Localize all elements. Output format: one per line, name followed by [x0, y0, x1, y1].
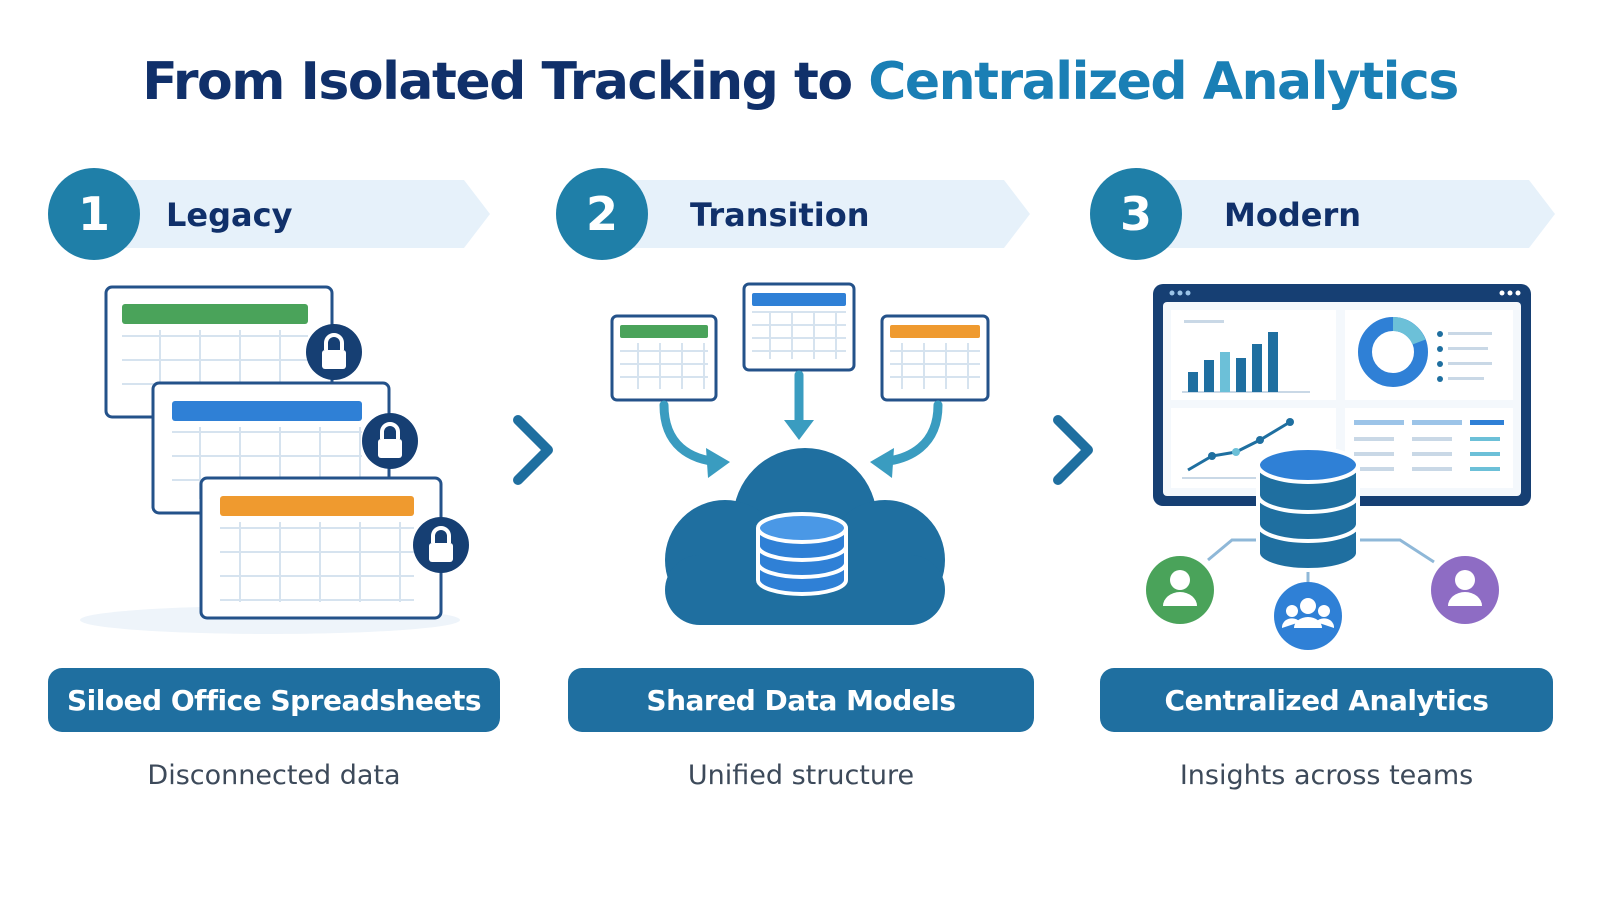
spreadsheet-blue — [742, 282, 856, 372]
dashboard-icon — [1153, 284, 1531, 506]
step-1-pill: Siloed Office Spreadsheets — [48, 668, 500, 732]
lock-icon — [362, 413, 418, 469]
legacy-spreadsheets-illustration — [80, 285, 469, 634]
lock-icon — [413, 517, 469, 573]
step-2-number: 2 — [556, 168, 648, 260]
step-3-caption: Insights across teams — [1179, 760, 1474, 791]
step-1-caption: Disconnected data — [147, 760, 401, 791]
spreadsheet-orange — [199, 476, 443, 620]
step-3-number: 3 — [1090, 168, 1182, 260]
database-icon — [1256, 446, 1360, 572]
step-3-banner — [1135, 180, 1555, 248]
centralized-analytics-illustration — [1146, 284, 1531, 650]
shared-data-models-illustration — [610, 282, 990, 625]
user-icon — [1146, 556, 1214, 624]
team-icon — [1274, 582, 1342, 650]
user-icon — [1431, 556, 1499, 624]
chevron-right-icon — [1053, 415, 1093, 485]
title-part-2: Centralized Analytics — [868, 52, 1459, 112]
step-1-label: Legacy — [166, 196, 293, 234]
database-icon — [756, 512, 848, 596]
spreadsheet-green — [610, 314, 718, 402]
title-part-1: From Isolated Tracking to — [142, 52, 853, 112]
step-3-label: Modern — [1224, 196, 1361, 234]
step-1-banner — [90, 180, 490, 248]
step-2-banner — [600, 180, 1030, 248]
step-2-label: Transition — [690, 196, 870, 234]
page-title: From Isolated Tracking to Centralized An… — [0, 52, 1600, 112]
step-1-number: 1 — [48, 168, 140, 260]
chevron-right-icon — [513, 415, 553, 485]
spreadsheet-orange — [880, 314, 990, 402]
step-3-pill: Centralized Analytics — [1100, 668, 1553, 732]
lock-icon — [306, 324, 362, 380]
step-2-caption: Unified structure — [687, 760, 915, 791]
step-2-pill: Shared Data Models — [568, 668, 1034, 732]
